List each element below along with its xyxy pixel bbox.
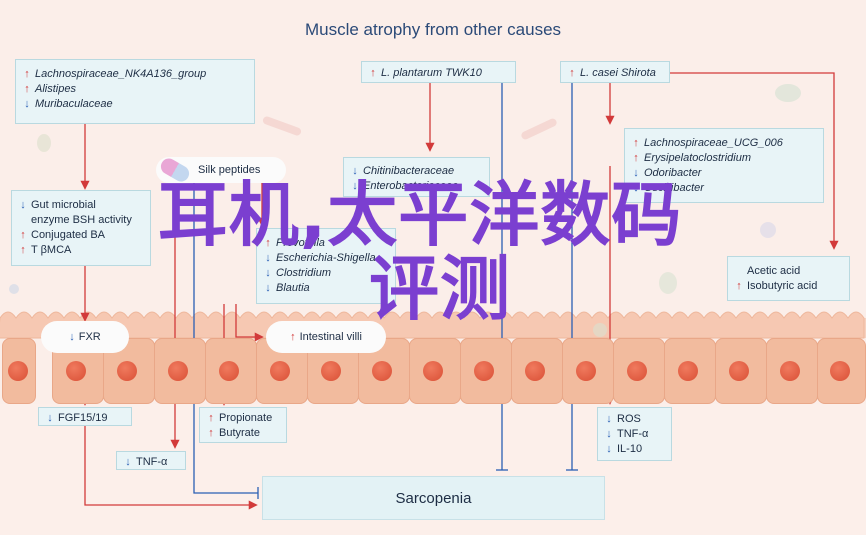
ros-box: ↓ROS ↓TNF-α ↓IL-10 [597,407,672,461]
microbiota-box-prevotella: ↑Prevotella ↓Escherichia-Shigella ↓Clost… [256,228,396,304]
up-arrow-icon: ↑ [569,66,575,79]
down-arrow-icon: ↓ [606,442,612,455]
down-arrow-icon: ↓ [69,331,75,343]
up-arrow-icon: ↑ [208,411,214,424]
row-muribaculaceae: ↓Muribaculaceae [16,96,254,111]
villi [0,311,865,339]
l-casei-box: ↑L. casei Shirota [560,61,670,83]
row-alistipes: ↑Alistipes [16,81,254,96]
propionate-box: ↑Propionate ↑Butyrate [199,407,287,443]
silk-peptides-pill: Silk peptides [156,155,286,185]
intestinal-villi-pill: ↑Intestinal villi [266,321,386,353]
fgf-box: ↓FGF15/19 [38,407,132,426]
up-arrow-icon: ↑ [24,67,30,80]
watermark-text: 耳机,太平洋数码 评测 [157,174,683,330]
up-arrow-icon: ↑ [20,243,26,256]
up-arrow-icon: ↑ [24,82,30,95]
inhibition-lines [193,82,578,499]
down-arrow-icon: ↓ [265,266,271,279]
fxr-pill: ↓FXR [41,321,129,353]
up-arrow-icon: ↑ [20,228,26,241]
down-arrow-icon: ↓ [352,164,358,177]
down-arrow-icon: ↓ [352,179,358,192]
bacteria-decor [9,84,801,337]
sarcopenia-box: Sarcopenia [262,476,605,520]
diagram-title: Muscle atrophy from other causes [304,20,562,39]
microbiota-box-1: ↑Lachnospiraceae_NK4A136_group ↑Alistipe… [15,59,255,124]
l-plantarum-box: ↑L. plantarum TWK10 [361,61,516,83]
down-arrow-icon: ↓ [606,412,612,425]
down-arrow-icon: ↓ [633,166,639,179]
bile-acid-box: ↓Gut microbial enzyme BSH activity ↑Conj… [11,190,151,266]
up-arrow-icon: ↑ [265,236,271,249]
up-arrow-icon: ↑ [290,331,296,343]
down-arrow-icon: ↓ [606,427,612,440]
down-arrow-icon: ↓ [20,198,26,211]
microbiota-box-right: ↑Lachnospiraceae_UCG_006 ↑Erysipelatoclo… [624,128,824,203]
up-arrow-icon: ↑ [208,426,214,439]
down-arrow-icon: ↓ [265,251,271,264]
microbiota-box-mid: ↓Chitinibacteraceae ↓Enterobacteriaceae [343,157,490,197]
row-lachno-nk4a136: ↑Lachnospiraceae_NK4A136_group [16,66,254,81]
down-arrow-icon: ↓ [125,455,131,468]
up-arrow-icon: ↑ [633,151,639,164]
down-arrow-icon: ↓ [633,181,639,194]
up-arrow-icon: ↑ [633,136,639,149]
scfa-box: Acetic acid ↑Isobutyric acid [727,256,850,301]
down-arrow-icon: ↓ [265,281,271,294]
down-arrow-icon: ↓ [47,411,53,424]
down-arrow-icon: ↓ [24,97,30,110]
up-arrow-icon: ↑ [370,66,376,79]
tnf-box-left: ↓TNF-α [116,451,186,470]
up-arrow-icon: ↑ [736,279,742,292]
